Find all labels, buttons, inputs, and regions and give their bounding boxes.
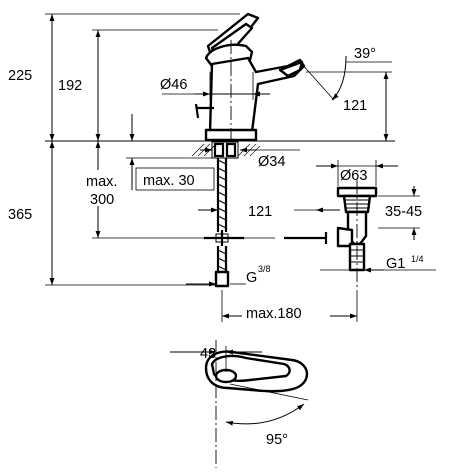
dimension-below-height: 365 xyxy=(8,141,215,286)
dim-swivel-angle-label: 95° xyxy=(266,432,288,448)
dim-hole-diameter-label: Ø34 xyxy=(258,154,285,170)
dim-waste-thread-fraction: 1/4 xyxy=(411,254,424,264)
dimension-waste-thread: G1 1/4 xyxy=(320,254,436,273)
faucet-side-view xyxy=(194,12,306,142)
dim-outlet-height-label: 121 xyxy=(343,98,367,114)
dim-waste-diameter-label: Ø63 xyxy=(340,168,367,184)
pop-up-rod xyxy=(284,232,328,244)
dim-below-height-label: 365 xyxy=(8,207,32,223)
dimension-total-height: 225 xyxy=(8,13,240,141)
dimension-connection-thread: G 3/8 xyxy=(186,264,271,287)
dimension-max-thickness: max. 30 xyxy=(126,114,215,191)
deck-section xyxy=(190,141,261,159)
faucet-top-view xyxy=(204,340,309,468)
dimension-swivel-angle: 95° xyxy=(225,383,309,448)
dimension-waste-range: 35-45 xyxy=(378,186,422,240)
dim-waste-range-label: 35-45 xyxy=(385,204,422,220)
dimension-max-reach: max.180 xyxy=(221,290,358,322)
dimension-hole-diameter: Ø34 xyxy=(200,147,300,170)
dim-body-diameter-label: Ø46 xyxy=(160,77,187,93)
dimension-max-height: max. 300 xyxy=(86,141,275,239)
dim-lever-angle-label: 39° xyxy=(354,46,376,62)
waste-fitting xyxy=(336,180,378,290)
dim-waste-thread-label: G1 xyxy=(386,256,405,272)
dimension-waste-diameter: Ø63 xyxy=(316,160,398,186)
dimension-lever-angle: 39° xyxy=(299,46,392,101)
dim-max-reach-label: max.180 xyxy=(246,306,302,322)
dimension-tail-length: 121 xyxy=(198,204,340,220)
dim-max-thickness-label: max. 30 xyxy=(143,173,195,189)
supply-hoses xyxy=(204,158,244,288)
dim-connection-thread-fraction: 3/8 xyxy=(258,264,271,274)
dim-spout-height-label: 192 xyxy=(58,78,82,94)
dim-total-height-label: 225 xyxy=(8,68,32,84)
dim-tail-length-label: 121 xyxy=(248,204,272,220)
dim-connection-thread-label: G xyxy=(246,270,257,286)
dimension-spout-height: 192 xyxy=(58,29,218,141)
dim-max-height-label-1: max. xyxy=(86,174,117,190)
dimension-body-diameter: Ø46 xyxy=(160,72,270,100)
dim-max-height-label-2: 300 xyxy=(90,192,114,208)
dimension-outlet-height: 121 xyxy=(306,71,392,141)
dimension-lever-offset: 43 xyxy=(170,346,262,372)
dim-lever-offset-label: 43 xyxy=(200,346,216,362)
